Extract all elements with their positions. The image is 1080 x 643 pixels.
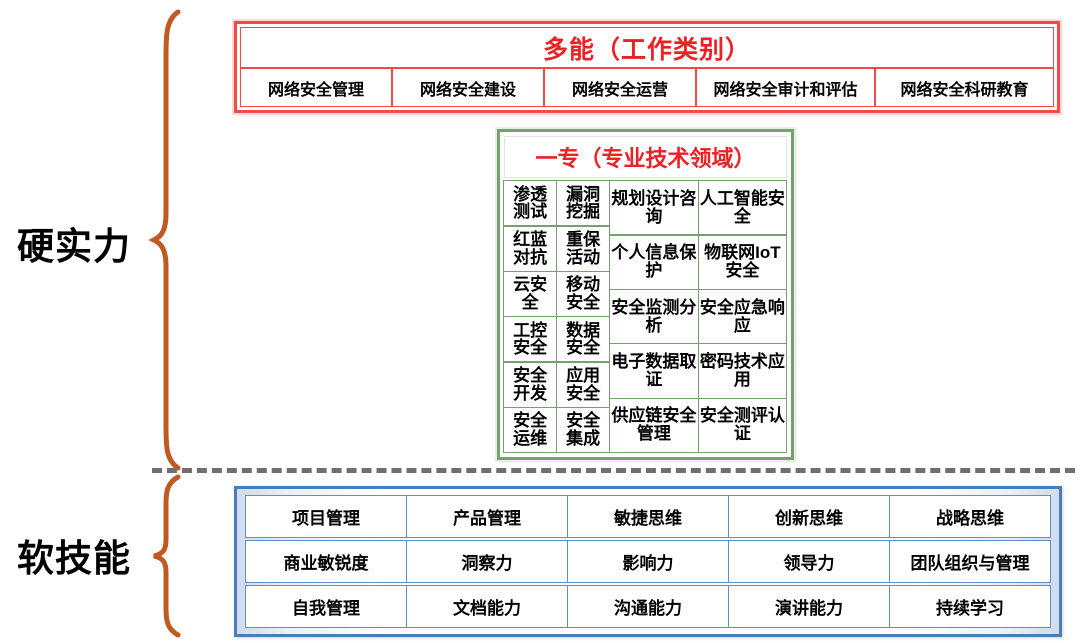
specialty-cell[interactable]: 安全监测分析 xyxy=(609,289,699,345)
specialty-column-4: 人工智能安全 物联网IoT安全 安全应急响应 密码技术应用 安全测评认证 xyxy=(697,180,787,454)
soft-skill-cell[interactable]: 敏捷思维 xyxy=(568,496,729,537)
soft-skill-cell[interactable]: 沟通能力 xyxy=(568,586,729,627)
specialty-panel: 一专（专业技术领域） 渗透测试 红蓝对抗 云安全 工控安全 安全开发 安全运维 … xyxy=(497,129,794,460)
soft-skills-row: 商业敏锐度 洞察力 影响力 领导力 团队组织与管理 xyxy=(245,540,1051,583)
soft-skills-panel: 项目管理 产品管理 敏捷思维 创新思维 战略思维 商业敏锐度 洞察力 影响力 领… xyxy=(234,486,1062,637)
specialty-column-1: 渗透测试 红蓝对抗 云安全 工控安全 安全开发 安全运维 xyxy=(503,180,557,453)
multi-skill-cell[interactable]: 网络安全建设 xyxy=(393,69,545,106)
specialty-title: 一专（专业技术领域） xyxy=(504,136,787,178)
soft-skill-cell[interactable]: 团队组织与管理 xyxy=(910,554,1030,573)
brace-soft-skills xyxy=(153,474,181,638)
specialty-cell[interactable]: 安全开发 xyxy=(503,361,557,408)
soft-skill-cell[interactable]: 商业敏锐度 xyxy=(246,541,407,582)
soft-skill-cell[interactable]: 战略思维 xyxy=(936,509,1004,528)
specialty-cell[interactable]: 人工智能安全 xyxy=(697,180,787,236)
category-label-soft-skills: 软技能 xyxy=(17,538,131,579)
multi-skill-cell[interactable]: 网络安全科研教育 xyxy=(900,81,1029,99)
soft-skill-cell[interactable]: 领导力 xyxy=(729,541,890,582)
specialty-cell[interactable]: 渗透测试 xyxy=(503,180,557,227)
category-label-hard-skills: 硬实力 xyxy=(17,226,131,267)
section-divider xyxy=(152,468,1075,473)
soft-skills-row: 项目管理 产品管理 敏捷思维 创新思维 战略思维 xyxy=(245,495,1051,538)
specialty-column-2: 漏洞挖掘 重保活动 移动安全 数据安全 应用安全 安全集成 xyxy=(556,180,610,453)
specialty-cell[interactable]: 红蓝对抗 xyxy=(503,225,557,272)
specialty-column-3: 规划设计咨询 个人信息保护 安全监测分析 电子数据取证 供应链安全管理 xyxy=(609,180,699,454)
soft-skill-cell[interactable]: 创新思维 xyxy=(729,496,890,537)
specialty-cell[interactable]: 供应链安全管理 xyxy=(609,397,699,454)
soft-skill-cell[interactable]: 产品管理 xyxy=(407,496,568,537)
specialty-cell[interactable]: 电子数据取证 xyxy=(609,343,699,399)
specialty-cell[interactable]: 工控安全 xyxy=(503,316,557,363)
multi-skill-row: 网络安全管理 网络安全建设 网络安全运营 网络安全审计和评估 网络安全科研教育 xyxy=(241,69,1053,106)
specialty-cell[interactable]: 云安全 xyxy=(503,270,557,317)
multi-skill-cell[interactable]: 网络安全审计和评估 xyxy=(697,69,876,106)
soft-skill-cell[interactable]: 影响力 xyxy=(568,541,729,582)
specialty-cell[interactable]: 安全集成 xyxy=(556,406,610,453)
multi-skill-title: 多能（工作类别） xyxy=(241,28,1053,69)
soft-skill-cell[interactable]: 持续学习 xyxy=(936,599,1004,618)
soft-skill-cell[interactable]: 自我管理 xyxy=(246,586,407,627)
multi-skill-cell[interactable]: 网络安全管理 xyxy=(241,69,393,106)
specialty-cell[interactable]: 漏洞挖掘 xyxy=(556,180,610,227)
specialty-cell[interactable]: 数据安全 xyxy=(556,316,610,363)
specialty-cell[interactable]: 规划设计咨询 xyxy=(609,180,699,236)
soft-skills-row: 自我管理 文档能力 沟通能力 演讲能力 持续学习 xyxy=(245,585,1051,628)
soft-skill-cell[interactable]: 文档能力 xyxy=(407,586,568,627)
specialty-cell[interactable]: 安全应急响应 xyxy=(697,289,787,345)
soft-skill-cell[interactable]: 项目管理 xyxy=(246,496,407,537)
specialty-cell[interactable]: 重保活动 xyxy=(556,225,610,272)
specialty-cell[interactable]: 应用安全 xyxy=(556,361,610,408)
multi-skill-cell[interactable]: 网络安全运营 xyxy=(545,69,697,106)
specialty-cell[interactable]: 安全测评认证 xyxy=(697,397,787,454)
specialty-cell[interactable]: 物联网IoT安全 xyxy=(697,234,787,290)
specialty-grid: 渗透测试 红蓝对抗 云安全 工控安全 安全开发 安全运维 漏洞挖掘 重保活动 移… xyxy=(503,180,787,454)
specialty-cell[interactable]: 密码技术应用 xyxy=(697,343,787,399)
brace-hard-skills xyxy=(148,9,181,471)
soft-skill-cell[interactable]: 洞察力 xyxy=(407,541,568,582)
soft-skill-cell[interactable]: 演讲能力 xyxy=(729,586,890,627)
specialty-cell[interactable]: 移动安全 xyxy=(556,270,610,317)
specialty-cell[interactable]: 个人信息保护 xyxy=(609,234,699,290)
specialty-cell[interactable]: 安全运维 xyxy=(503,406,557,453)
multi-skill-panel: 多能（工作类别） 网络安全管理 网络安全建设 网络安全运营 网络安全审计和评估 … xyxy=(234,21,1060,113)
